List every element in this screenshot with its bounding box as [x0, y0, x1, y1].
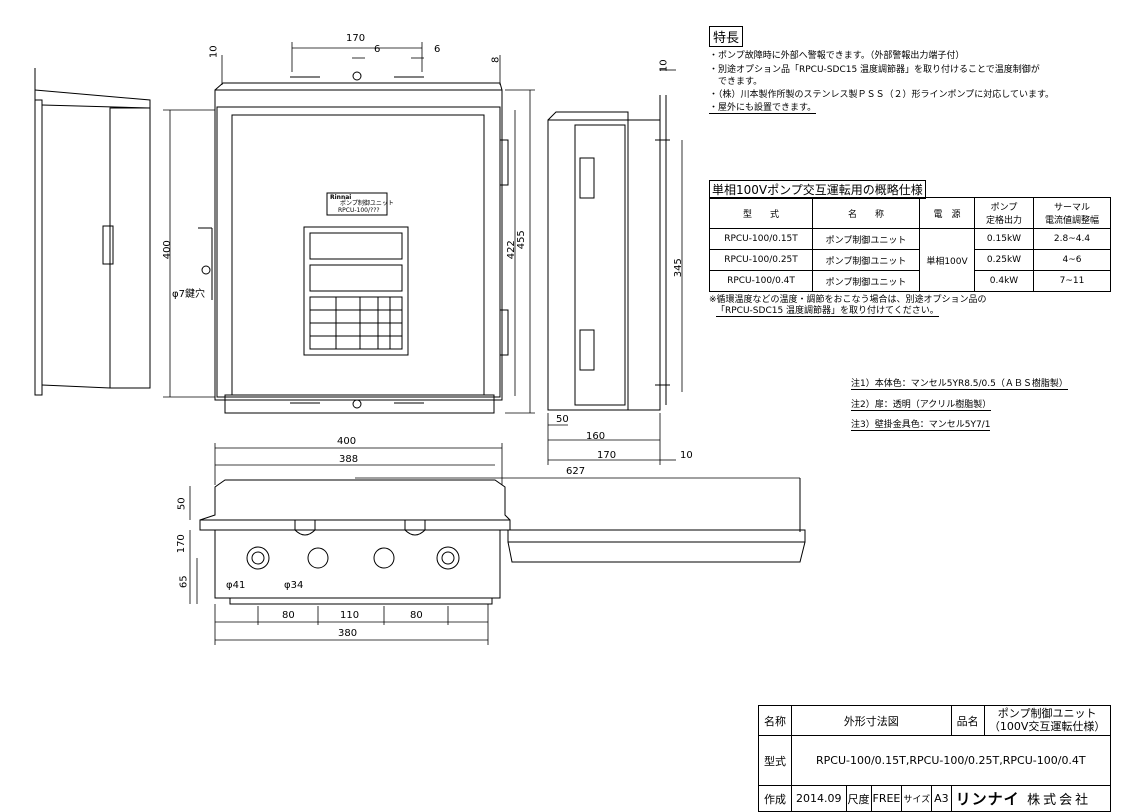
spec-model: RPCU-100/0.15T	[709, 228, 813, 250]
size-label: サイズ	[901, 785, 933, 812]
feature-item: ・別途オプション品「RPCU-SDC15 温度調節器」を取り付けることで温度制御…	[709, 65, 1040, 75]
spec-power: 単相100V	[919, 228, 975, 292]
features-title: 特長	[709, 26, 744, 47]
dim-170-side: 170	[597, 450, 617, 461]
dim-400-h: 400	[337, 436, 357, 447]
phi34-label: φ34	[284, 580, 304, 591]
bottom-view	[199, 478, 806, 605]
scale-label: 尺度	[845, 785, 872, 812]
feature-item: ・屋外にも設置できます。	[709, 103, 817, 115]
spec-header: 名 称	[812, 197, 920, 229]
dim-10-side-b: 10	[680, 450, 693, 461]
side-dimensions	[547, 69, 683, 465]
spec-header: サーマル 電流値調整幅	[1033, 197, 1111, 229]
table-row: RPCU-100/0.25T ポンプ制御ユニット 0.25kW 4~6	[709, 249, 1111, 271]
spec-note-1: ※循環温度などの温度・調節をおこなう場合は、別途オプション品の	[709, 295, 987, 305]
feature-item: ・ポンプ故障時に外部へ警報できます。（外部警報出力端子付）	[709, 51, 965, 61]
dim-380: 380	[338, 628, 358, 639]
dim-65: 65	[178, 575, 190, 589]
dim-400-v: 400	[161, 240, 173, 260]
size-value: A3	[931, 785, 952, 812]
spec-header: 型 式	[709, 197, 813, 229]
spec-header: 電 源	[919, 197, 975, 229]
left-side-view	[34, 68, 213, 396]
item-value-1: ポンプ制御ユニット	[997, 707, 1097, 721]
spec-output: 0.4kW	[974, 270, 1034, 292]
dim-388: 388	[339, 454, 359, 465]
front-view	[214, 71, 509, 414]
spec-name: ポンプ制御ユニット	[812, 270, 920, 292]
item-value-2: （100V交互運転仕様）	[988, 719, 1106, 733]
spec-model: RPCU-100/0.25T	[709, 249, 813, 271]
dim-8: 8	[490, 56, 502, 63]
spec-thermal: 4~6	[1033, 249, 1111, 271]
dim-345: 345	[672, 258, 684, 278]
spec-header: ポンプ 定格出力	[974, 197, 1034, 229]
spec-name: ポンプ制御ユニット	[812, 228, 920, 250]
dim-170-top: 170	[346, 33, 366, 44]
dim-170-b: 170	[175, 534, 187, 554]
dim-80a: 80	[282, 610, 295, 621]
scale-value: FREE	[870, 785, 903, 812]
dim-10-side: 10	[658, 59, 670, 73]
spec-output: 0.15kW	[974, 228, 1034, 250]
bottom-dimensions	[189, 443, 800, 645]
dim-6b: 6	[434, 44, 441, 55]
dim-80b: 80	[410, 610, 423, 621]
note-1: 注1）本体色：マンセル5YR8.5/0.5（ＡＢＳ樹脂製）	[851, 379, 1068, 391]
name-value: 外形寸法図	[791, 705, 952, 736]
name-label: 名称	[758, 705, 792, 736]
dim-50-b: 50	[176, 497, 188, 511]
spec-output: 0.25kW	[974, 249, 1034, 271]
table-row: RPCU-100/0.15T ポンプ制御ユニット 単相100V 0.15kW 2…	[709, 228, 1111, 292]
spec-table: 型 式 名 称 電 源 ポンプ 定格出力 サーマル 電流値調整幅 RPCU-10…	[709, 197, 1111, 292]
spec-model: RPCU-100/0.4T	[709, 270, 813, 292]
dim-110: 110	[340, 610, 360, 621]
dim-455: 455	[515, 230, 527, 250]
table-row: RPCU-100/0.4T ポンプ制御ユニット 0.4kW 7~11	[709, 270, 1111, 292]
hole-label: φ7鍵穴	[172, 289, 205, 300]
nameplate-name: ポンプ制御ユニット	[340, 200, 394, 207]
feature-item: ・（株）川本製作所製のステンレス製ＰＳＳ（２）形ラインポンプに対応しています。	[709, 90, 1055, 100]
right-side-view	[547, 95, 670, 411]
dim-6a: 6	[374, 44, 381, 55]
spec-thermal: 7~11	[1033, 270, 1111, 292]
model-value: RPCU-100/0.15T,RPCU-100/0.25T,RPCU-100/0…	[791, 735, 1111, 786]
note-3: 注3）壁掛金具色：マンセル5Y7/1	[851, 420, 991, 432]
dim-10-tl: 10	[208, 45, 220, 59]
item-label: 品名	[950, 705, 985, 736]
dim-627: 627	[566, 466, 586, 477]
feature-item: できます。	[709, 77, 763, 87]
nameplate-model: RPCU-100/???	[338, 207, 380, 214]
phi41-label: φ41	[226, 580, 246, 591]
nameplate-brand: Rinnai	[330, 194, 352, 201]
model-label: 型式	[758, 735, 792, 786]
dim-50-side: 50	[556, 414, 569, 425]
spec-thermal: 2.8~4.4	[1033, 228, 1111, 250]
note-2: 注2）扉：透明（アクリル樹脂製）	[851, 400, 992, 412]
front-dimensions	[163, 42, 535, 414]
date-value: 2014.09	[791, 785, 847, 812]
dim-160: 160	[586, 431, 606, 442]
spec-note-2: 「RPCU-SDC15 温度調節器」を取り付けてください。	[716, 306, 939, 318]
title-block: 名称 外形寸法図 品名 ポンプ制御ユニット （100V交互運転仕様） 型式 RP…	[758, 705, 1111, 812]
made-label: 作成	[758, 785, 792, 812]
spec-name: ポンプ制御ユニット	[812, 249, 920, 271]
company-suffix: 株式会社	[1027, 793, 1092, 808]
company-logo: リンナイ	[955, 790, 1020, 808]
